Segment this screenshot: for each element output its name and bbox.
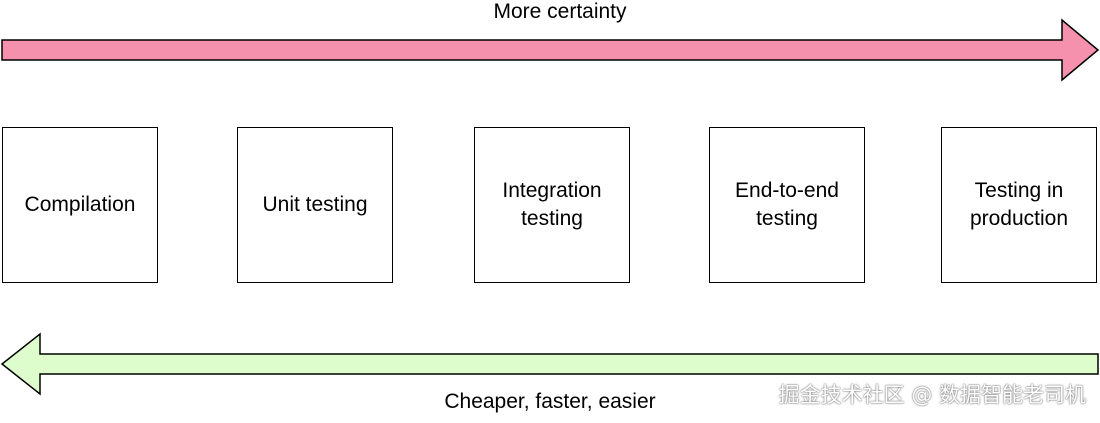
watermark: 掘金技术社区 @ 数据智能老司机 <box>778 383 1086 407</box>
stage-end-to-end-testing: End-to-end testing <box>709 127 865 283</box>
stage-label: Integration testing <box>502 179 602 230</box>
more-certainty-label: More certainty <box>493 0 627 23</box>
stage-label: Compilation <box>24 193 136 216</box>
stage-label: Testing in production <box>969 179 1069 230</box>
testing-stages: Compilation Unit testing Integration tes… <box>0 127 1100 285</box>
stage-compilation: Compilation <box>2 127 158 283</box>
more-certainty-arrow <box>1 18 1100 82</box>
stage-label: End-to-end testing <box>735 179 839 230</box>
cheaper-faster-easier-label: Cheaper, faster, easier <box>444 390 656 413</box>
stage-label: Unit testing <box>262 193 368 216</box>
stage-unit-testing: Unit testing <box>237 127 393 283</box>
cheaper-faster-easier-arrow <box>0 332 1099 396</box>
stage-integration-testing: Integration testing <box>474 127 630 283</box>
stage-testing-in-production: Testing in production <box>941 127 1097 283</box>
